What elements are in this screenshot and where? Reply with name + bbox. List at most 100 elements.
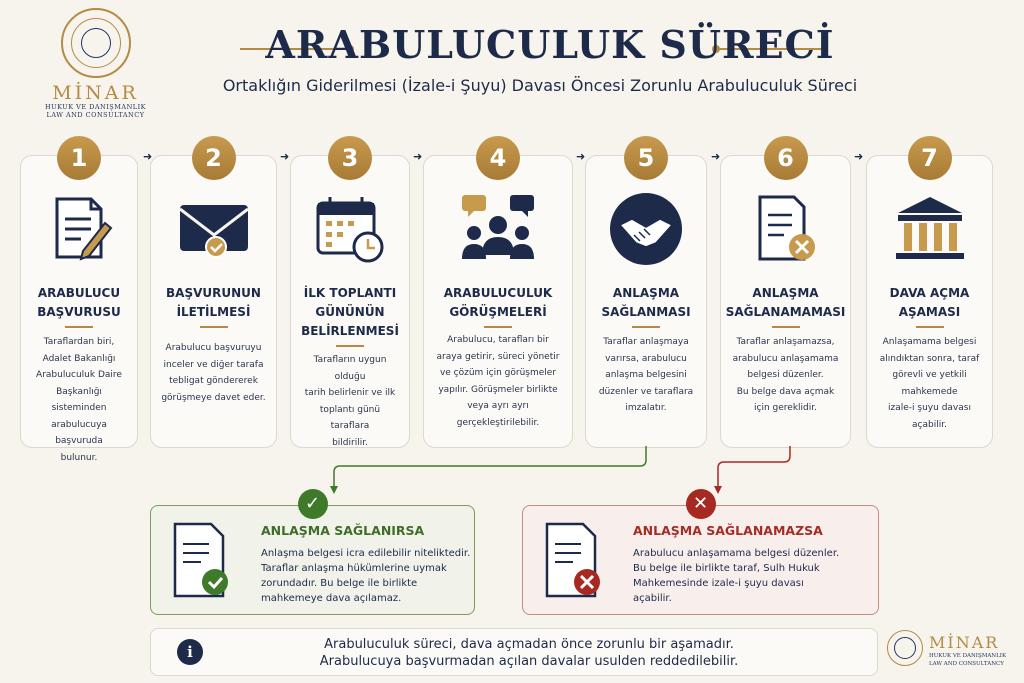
- title-separator: [336, 345, 364, 347]
- step-card-5: 5 ANLAŞMA SAĞLANMASI Taraflar anlaşmaya …: [585, 136, 707, 448]
- outcome-line: açabilir.: [633, 593, 672, 604]
- outcome-no-text: Arabulucu anlaşamama belgesi düzenler. B…: [633, 546, 839, 606]
- desc-line: veya ayrı ayrı: [467, 401, 529, 411]
- desc-line: tebligat göndererek: [169, 376, 258, 386]
- outcome-no-title: ANLAŞMA SAĞLANAMAZSA: [633, 523, 823, 538]
- desc-line: düzenler ve taraflara: [598, 386, 694, 397]
- info-text: Arabuluculuk süreci, dava açmadan önce z…: [211, 636, 847, 670]
- step-number: 5: [624, 136, 668, 180]
- desc-line: Adalet Bakanlığı: [42, 353, 116, 364]
- desc-line: mahkemede: [901, 386, 958, 397]
- desc-line: için gereklidir.: [754, 403, 817, 413]
- desc-line: görüşmeye davet eder.: [161, 392, 266, 403]
- info-note: i Arabuluculuk süreci, dava açmadan önce…: [150, 628, 878, 676]
- desc-line: inceler ve diğer tarafa: [163, 359, 264, 370]
- step-title-line: DAVA AÇMA: [889, 286, 970, 300]
- desc-line: izale-i şuyu davası: [888, 403, 971, 413]
- desc-line: bulunur.: [60, 452, 98, 463]
- step-title: ANLAŞMA SAĞLANAMAMASI: [725, 284, 846, 328]
- calendar-clock-icon: [316, 197, 384, 263]
- desc-line: Taraflar anlaşamazsa,: [736, 337, 835, 347]
- info-icon: i: [177, 639, 203, 665]
- step-desc: Taraflar anlaşamazsa, arabulucu anlaşama…: [731, 334, 840, 417]
- desc-line: alındıktan sonra, taraf: [879, 353, 980, 364]
- step-desc: Arabulucu başvuruyu inceler ve diğer tar…: [161, 340, 266, 406]
- step-title: DAVA AÇMA AŞAMASI: [871, 284, 988, 328]
- desc-line: imzalatır.: [625, 403, 667, 413]
- step-title-line: BAŞVURUNUN: [166, 286, 261, 300]
- step-title-line: ANLAŞMA: [752, 286, 819, 300]
- step-title-line: AŞAMASI: [898, 305, 961, 319]
- step-title-line: İLK TOPLANTI: [303, 286, 397, 300]
- title-ornament-right: [712, 45, 826, 53]
- step-number: 1: [57, 136, 101, 180]
- step-number: 7: [907, 136, 952, 180]
- step-desc: Arabulucu, tarafları bir araya getirir, …: [434, 332, 562, 431]
- desc-line: varırsa, arabulucu: [605, 353, 687, 364]
- title-separator: [771, 326, 800, 328]
- outcome-agreement: ✓ ANLAŞMA SAĞLANIRSA Anlaşma belgesi icr…: [150, 489, 475, 615]
- desc-line: açabilir.: [912, 419, 947, 430]
- step-desc: Taraflar anlaşmaya varırsa, arabulucu an…: [596, 334, 696, 417]
- page-subtitle: Ortaklığın Giderilmesi (İzale-i Şuyu) Da…: [222, 76, 858, 95]
- desc-line: görevli ve yetkili: [892, 370, 967, 380]
- desc-line: gerçekleştirilebilir.: [456, 417, 540, 428]
- brand-name: MİNAR: [52, 82, 139, 104]
- outcome-line: Arabulucu anlaşamama belgesi düzenler.: [633, 548, 840, 559]
- document-x-icon: [545, 522, 600, 598]
- step-title: İLK TOPLANTI GÜNÜNÜN BELİRLENMESİ: [295, 284, 405, 347]
- step-desc: Tarafların uygun olduğu tarih belirlenir…: [301, 352, 399, 451]
- page-title: ARABULUCULUK SÜRECİ: [265, 22, 835, 67]
- title-separator: [484, 326, 512, 328]
- desc-line: Anlaşamama belgesi: [882, 337, 977, 347]
- brand-logo: MİNAR HUKUK VE DANIŞMANLIK LAW AND CONSU…: [38, 8, 153, 119]
- step-title: ANLAŞMA SAĞLANMASI: [590, 284, 702, 328]
- outcome-line: Mahkemesinde izale-i şuyu davası: [633, 578, 804, 589]
- arrow-right-icon: ➜: [280, 150, 290, 163]
- step-title-line: GÖRÜŞMELERİ: [449, 305, 547, 319]
- step-card-4: 4 ARABULUCULUK GÖRÜŞMELERİ Arabulucu, ta…: [423, 136, 573, 448]
- desc-line: Arabuluculuk Daire: [36, 370, 122, 380]
- brand-sub-en: LAW AND CONSULTANCY: [46, 111, 145, 120]
- step-number: 4: [476, 136, 520, 180]
- outcome-no-agreement: ✕ ANLAŞMA SAĞLANAMAZSA Arabulucu anlaşam…: [522, 489, 879, 615]
- step-title: BAŞVURUNUN İLETİLMESİ: [155, 284, 272, 328]
- step-title: ARABULUCULUK GÖRÜŞMELERİ: [428, 284, 568, 328]
- arrow-right-icon: ➜: [576, 150, 586, 163]
- step-title-line: ANLAŞMA: [612, 286, 680, 300]
- desc-line: araya getirir, süreci yönetir: [436, 351, 560, 362]
- desc-line: yapılır. Görüşmeler birlikte: [438, 384, 558, 395]
- desc-line: belgesi düzenler.: [747, 370, 824, 380]
- brand-name: MİNAR: [929, 633, 1000, 652]
- step-number: 6: [763, 136, 808, 180]
- desc-line: Arabulucu başvuruyu: [165, 343, 262, 353]
- handshake-icon: [610, 193, 682, 265]
- info-line: Arabulucuya başvurmadan açılan davalar u…: [319, 654, 739, 669]
- step-title-line: İLETİLMESİ: [176, 305, 251, 319]
- desc-line: anlaşma belgesini: [605, 370, 687, 380]
- title-separator: [65, 326, 93, 328]
- logo-emblem-icon: [60, 8, 131, 78]
- desc-line: ve çözüm için görüşmeler: [439, 368, 557, 378]
- step-title: ARABULUCU BAŞVURUSU: [25, 284, 133, 328]
- arrow-right-icon: ➜: [413, 150, 423, 163]
- title-separator: [915, 326, 944, 328]
- meeting-people-icon: [462, 195, 534, 259]
- desc-line: Başkanlığı sisteminden: [51, 386, 107, 414]
- step-card-1: 1 ARABULUCU BAŞVURUSU Taraflardan biri, …: [20, 136, 138, 463]
- step-desc: Taraflardan biri, Adalet Bakanlığı Arabu…: [31, 334, 127, 466]
- outcome-ok-title: ANLAŞMA SAĞLANIRSA: [261, 523, 425, 538]
- step-card-2: 2 BAŞVURUNUN İLETİLMESİ Arabulucu başvur…: [150, 136, 277, 448]
- logo-emblem-icon: [887, 630, 923, 666]
- brand-sub-tr: HUKUK VE DANIŞMANLIK: [929, 653, 1007, 659]
- desc-line: arabulucu anlaşamama: [732, 353, 839, 364]
- brand-logo-small: MİNAR HUKUK VE DANIŞMANLIK LAW AND CONSU…: [885, 628, 1015, 676]
- step-number: 3: [328, 136, 372, 180]
- arrow-right-icon: ➜: [143, 150, 153, 163]
- brand-sub-en: LAW AND CONSULTANCY: [929, 661, 1004, 667]
- step-title-line: ARABULUCU: [37, 286, 121, 300]
- desc-line: Arabulucu, tarafları bir: [447, 335, 549, 345]
- arrow-right-icon: ➜: [711, 150, 721, 163]
- step-number: 2: [191, 136, 236, 180]
- outcome-line: zorundadır. Bu belge ile birlikte: [261, 578, 418, 589]
